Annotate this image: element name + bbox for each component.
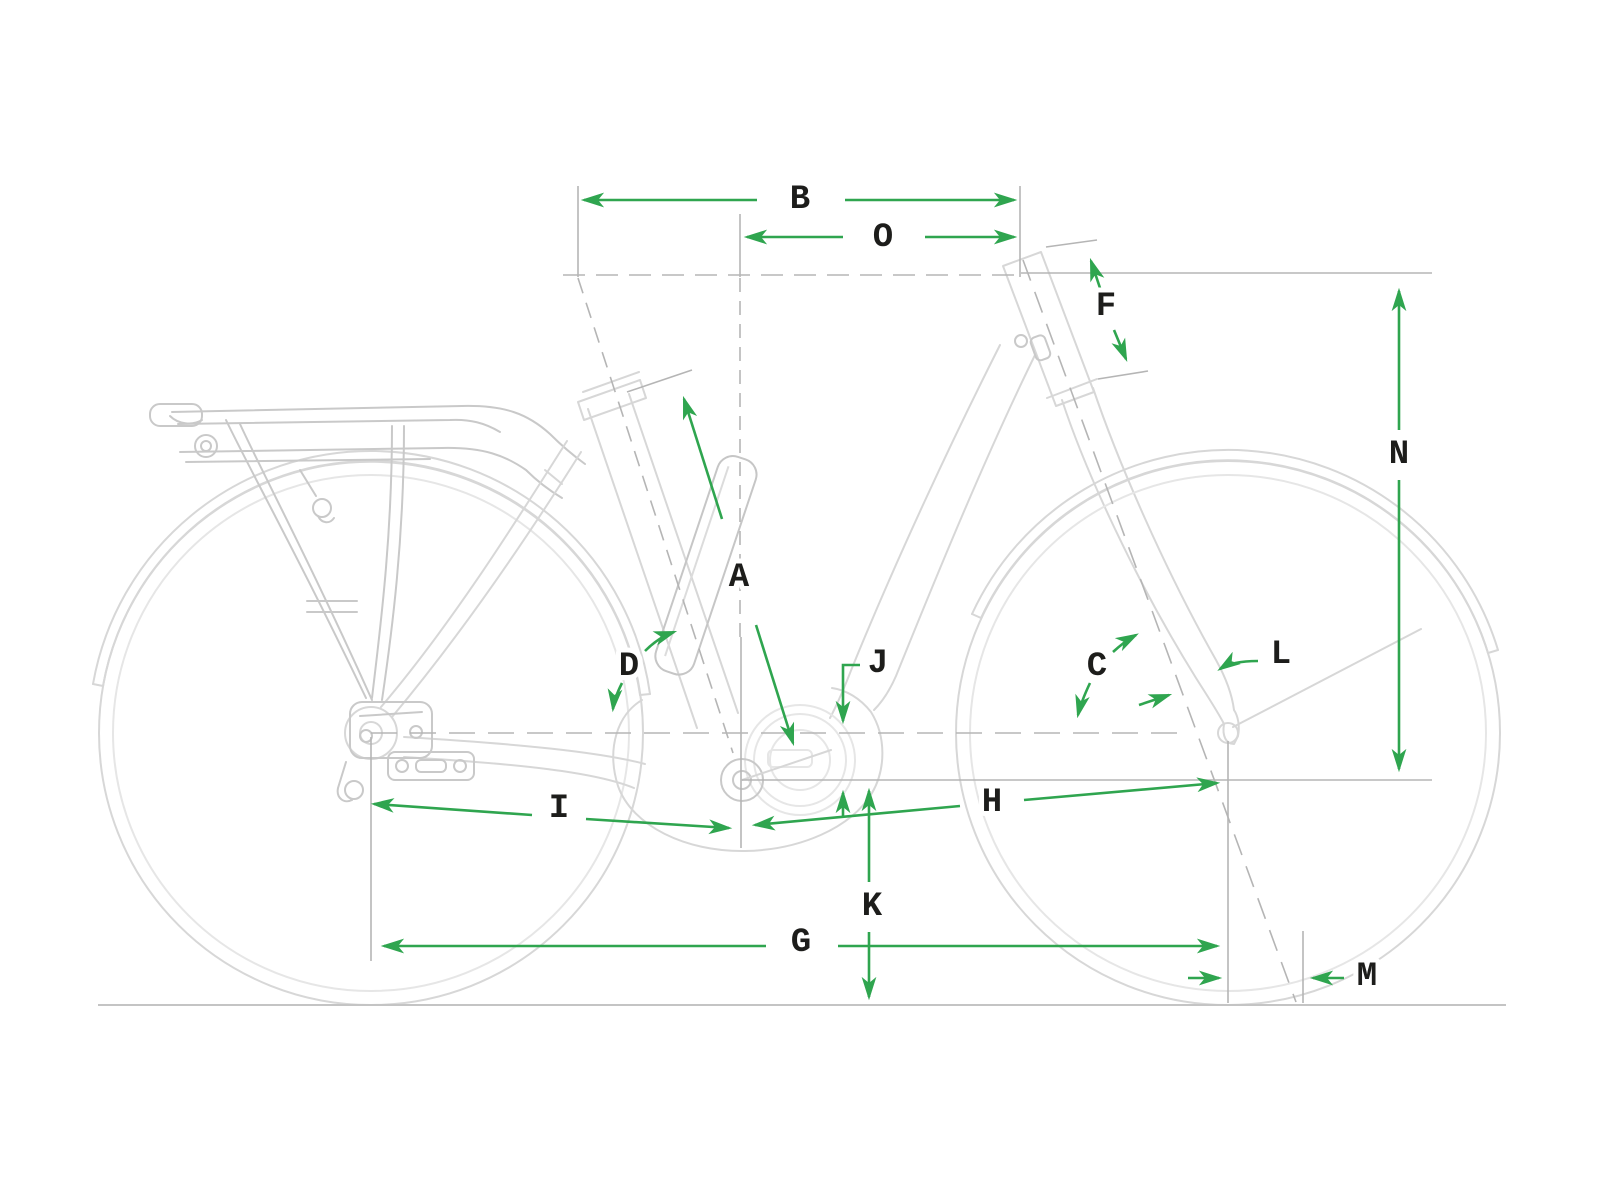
dimension-d-label: D — [619, 648, 639, 686]
seat-tube-axis — [577, 277, 734, 754]
dimension-i-label: I — [549, 790, 569, 828]
rack-hook — [312, 498, 332, 518]
fork — [1061, 387, 1240, 745]
dimension-l-label: L — [1271, 636, 1291, 674]
seat-tube — [577, 371, 739, 729]
rear-rack — [149, 403, 586, 701]
rack-strut-rear — [225, 419, 367, 699]
dimension-l: L — [1217, 631, 1296, 679]
seat-collar — [577, 379, 647, 421]
dimension-n: N — [1384, 287, 1414, 773]
dimension-d: D — [607, 630, 678, 713]
dimension-o: O — [743, 214, 1018, 262]
dimension-g: G — [380, 919, 1221, 967]
dimension-o-label: O — [873, 219, 893, 257]
rear-dropout — [336, 701, 475, 803]
rear-fender — [92, 450, 651, 696]
reference-lines — [98, 186, 1506, 1006]
dimension-b: B — [580, 176, 1018, 224]
dimension-f-label: F — [1096, 288, 1116, 326]
rack-knob — [194, 434, 218, 458]
head-tube — [1002, 251, 1098, 407]
head-tube-bottom-tick — [1097, 370, 1149, 380]
steering-axis — [1022, 259, 1297, 1003]
dimension-c: C — [1075, 633, 1173, 719]
head-tube-clamp-icon — [1029, 334, 1052, 362]
dimension-b-label: B — [790, 181, 810, 219]
dimension-c-label: C — [1087, 648, 1107, 686]
fender-stay — [1232, 628, 1422, 728]
dimensions: B O F N A D J — [370, 176, 1414, 1001]
dimension-j: J — [835, 640, 893, 816]
motor-unit — [612, 687, 884, 853]
crank-arm — [741, 749, 832, 781]
dimension-a: A — [682, 395, 795, 747]
dimension-f: F — [1089, 257, 1128, 363]
head-tube-bolt-icon — [1014, 334, 1028, 348]
rack-hook-arm — [299, 469, 317, 497]
dimension-m: M — [1188, 953, 1382, 1001]
down-tube — [829, 344, 1036, 719]
dimension-a-label: A — [729, 559, 750, 597]
dimension-k-label: K — [862, 888, 883, 926]
front-fender — [971, 448, 1499, 728]
dimension-h: H — [751, 777, 1221, 831]
rack-taillight — [149, 403, 203, 427]
dimension-j-label: J — [868, 645, 888, 683]
bike-drawing — [92, 251, 1501, 1006]
head-tube-top-tick — [1045, 239, 1098, 248]
rack-strut-front — [371, 425, 393, 699]
battery — [654, 455, 758, 676]
dimension-i: I — [370, 785, 733, 835]
dimension-g-label: G — [791, 924, 811, 962]
dimension-n-label: N — [1389, 436, 1409, 474]
motor-badge-icon — [767, 749, 813, 768]
dimension-k: K — [857, 787, 888, 1001]
dimension-h-label: H — [982, 784, 1002, 822]
dimension-m-label: M — [1357, 958, 1377, 996]
seat-tube-top-tick — [626, 369, 693, 393]
